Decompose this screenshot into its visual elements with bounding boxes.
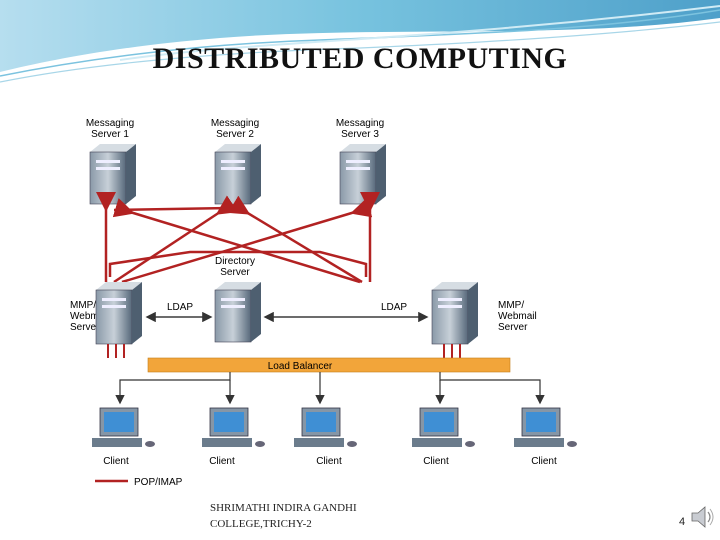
- client-4-label: Client: [423, 456, 449, 467]
- messaging-server-1-icon: [89, 144, 136, 205]
- mmp-left-sublabel2: Server: [70, 322, 100, 333]
- slide-title: DISTRIBUTED COMPUTING: [152, 42, 568, 75]
- messaging-server-1-sublabel: Server 1: [91, 129, 129, 140]
- client-4-icon: [412, 407, 475, 447]
- footer-line-1: SHRIMATHI INDIRA GANDHI: [210, 502, 357, 514]
- messaging-links: [96, 192, 380, 284]
- client-3-icon: [294, 407, 357, 447]
- client-2-label: Client: [209, 456, 235, 467]
- header-banner: [0, 0, 720, 83]
- messaging-server-3-icon: [339, 144, 386, 205]
- footer-line-2: COLLEGE,TRICHY-2: [210, 518, 312, 530]
- messaging-server-2-icon: [214, 144, 261, 205]
- network-diagram: Messaging Server 1 Messaging Server 2 Me…: [70, 118, 577, 488]
- footer-text: SHRIMATHI INDIRA GANDHI COLLEGE,TRICHY-2: [210, 500, 357, 532]
- mmp-right-server-icon: [431, 282, 478, 345]
- client-5-icon: [514, 407, 577, 447]
- mmp-left-label: MMP/: [70, 300, 96, 311]
- client-1-label: Client: [103, 456, 129, 467]
- legend-label: POP/IMAP: [134, 477, 183, 488]
- messaging-server-3-label: Messaging: [336, 118, 384, 129]
- speaker-icon[interactable]: [688, 503, 716, 531]
- ldap-right-label: LDAP: [381, 302, 407, 313]
- mmp-right-label: MMP/: [498, 300, 524, 311]
- client-2-icon: [202, 407, 265, 447]
- mmp-right-sublabel2: Server: [498, 322, 528, 333]
- messaging-server-2-sublabel: Server 2: [216, 129, 254, 140]
- directory-server-label: Directory: [215, 256, 255, 267]
- load-balancer-bar: [147, 357, 511, 373]
- messaging-server-3-sublabel: Server 3: [341, 129, 379, 140]
- ldap-left-label: LDAP: [167, 302, 193, 313]
- client-3-label: Client: [316, 456, 342, 467]
- mmp-balancer-links: [107, 344, 461, 358]
- directory-server-icon: [214, 282, 261, 343]
- client-1-icon: [92, 407, 155, 447]
- page-number: 4: [679, 516, 686, 528]
- messaging-server-2-label: Messaging: [211, 118, 259, 129]
- client-links: [115, 372, 545, 405]
- messaging-server-1-label: Messaging: [86, 118, 134, 129]
- directory-links: [108, 250, 368, 277]
- directory-server-sublabel: Server: [220, 267, 250, 278]
- client-5-label: Client: [531, 456, 557, 467]
- mmp-left-server-icon: [95, 282, 142, 345]
- load-balancer-label: Load Balancer: [268, 361, 333, 372]
- mmp-left-sublabel: Webmail: [70, 311, 109, 322]
- mmp-right-sublabel: Webmail: [498, 311, 537, 322]
